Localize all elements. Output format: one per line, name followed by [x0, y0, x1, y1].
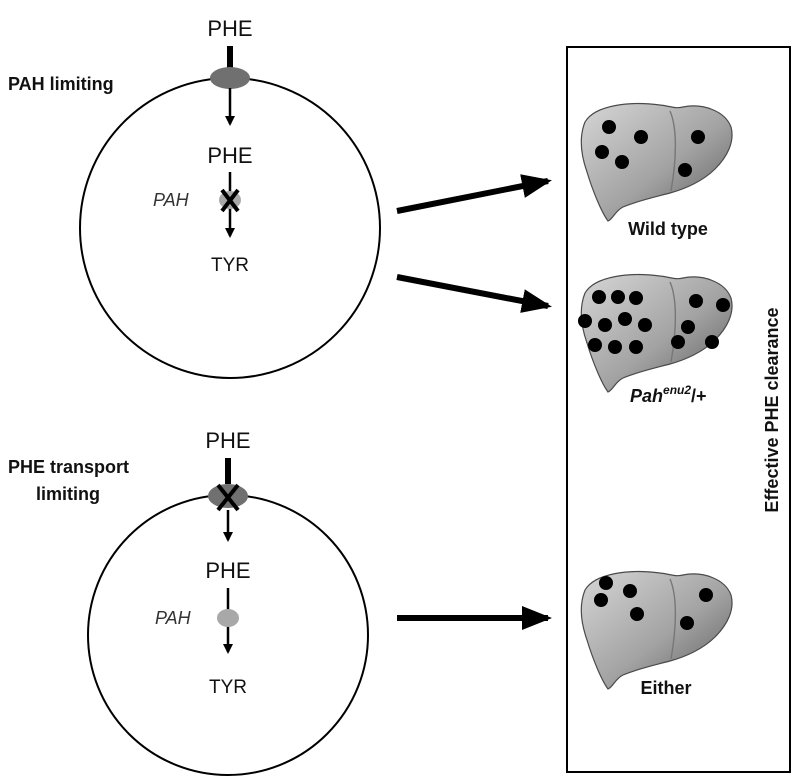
bottom-inner-label: PHE [205, 558, 250, 583]
top-enzyme-block-x [220, 188, 240, 213]
top-panel-title: PAH limiting [8, 74, 114, 94]
top-enzyme-label: PAH [153, 190, 190, 210]
top-membrane-transporter [210, 67, 250, 89]
liver-wild-type-label: Wild type [628, 219, 708, 239]
top-input-label: PHE [207, 16, 252, 41]
top-inner-label: PHE [207, 143, 252, 168]
bottom-input-label: PHE [205, 428, 250, 453]
clearance-box-label: Effective PHE clearance [762, 307, 782, 512]
arrow-to-wild-type [396, 174, 552, 214]
liver-wild-type: Wild type [580, 102, 733, 239]
top-product-label: TYR [211, 255, 249, 276]
bottom-panel-title-line2: limiting [36, 484, 100, 504]
liver-pah-enu2-label: Pahenu2/+ [630, 383, 707, 406]
top-panel: PAH limiting PHE PHE PAH TYR [8, 16, 381, 379]
bottom-panel: PHE transport limiting PHE PHE PAH TYR [8, 428, 369, 776]
bottom-pah-enzyme [217, 609, 239, 627]
bottom-product-label: TYR [209, 677, 247, 698]
bottom-panel-title-line1: PHE transport [8, 457, 129, 477]
bottom-transport-block-x [216, 483, 240, 512]
bottom-enzyme-label: PAH [155, 608, 192, 628]
liver-pah-enu2: Pahenu2/+ [578, 273, 733, 406]
arrow-to-pah-enu2 [396, 274, 552, 313]
liver-either-label: Either [640, 678, 691, 698]
clearance-box [566, 46, 791, 773]
liver-either: Either [580, 570, 733, 698]
